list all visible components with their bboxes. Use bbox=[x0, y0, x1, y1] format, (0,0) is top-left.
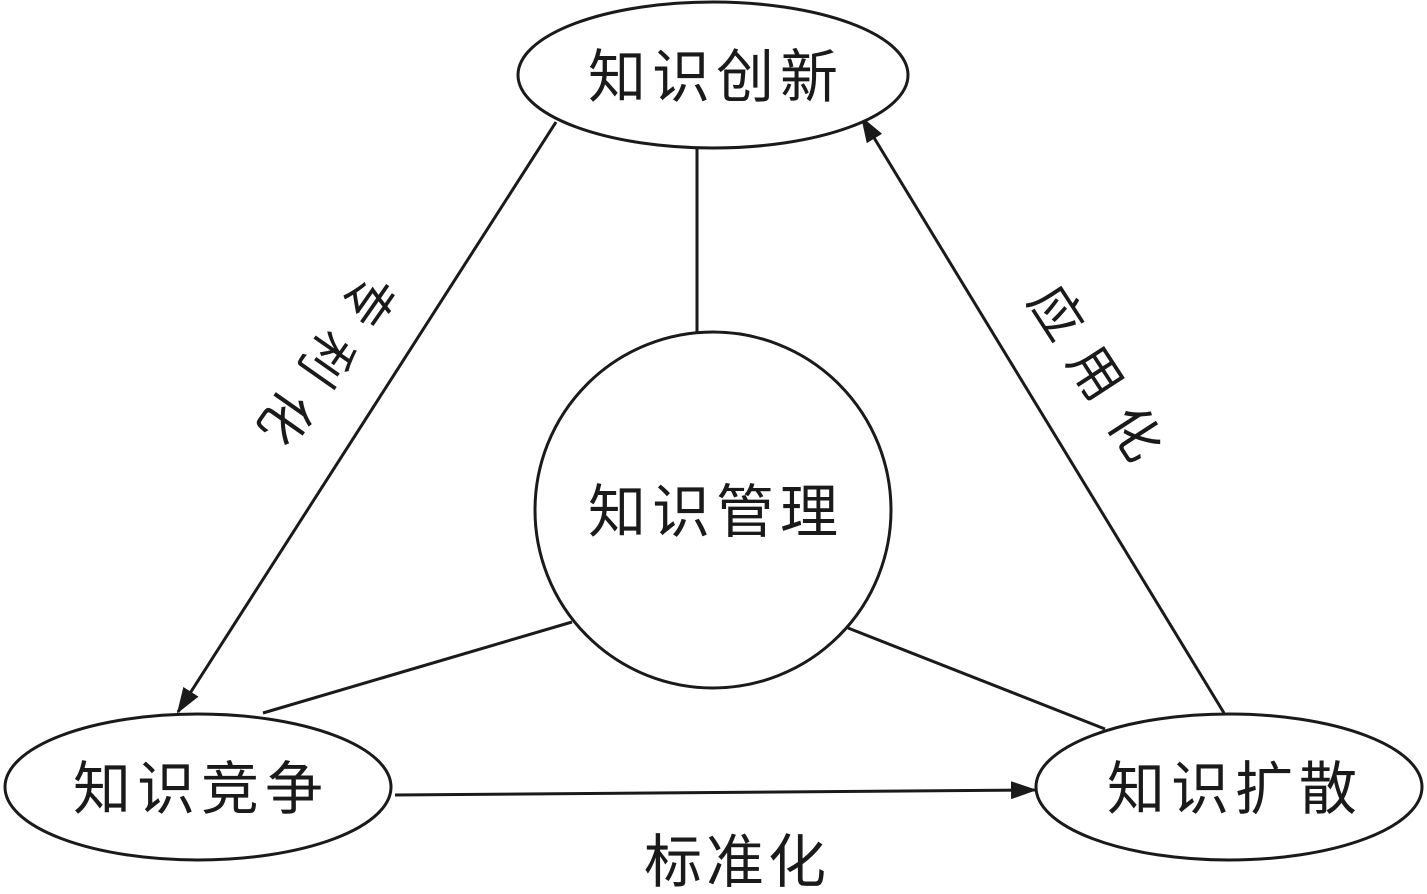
node-innovation-ellipse bbox=[516, 0, 910, 150]
node-management: 知识管理 bbox=[533, 330, 893, 690]
arrow-innovation-to-competition bbox=[176, 121, 558, 714]
node-management-label: 知识管理 bbox=[588, 478, 844, 546]
arrow-diffusion-to-innovation bbox=[860, 116, 1226, 714]
node-competition-label: 知识竞争 bbox=[73, 755, 329, 823]
edge-label-application: 应用化 bbox=[1016, 275, 1184, 489]
edge-label-standardization: 标准化 bbox=[644, 828, 830, 894]
node-diffusion: 知识扩散 bbox=[1034, 712, 1424, 862]
edge-label-patenting: 专利化 bbox=[233, 260, 406, 471]
node-diffusion-ellipse bbox=[1034, 712, 1424, 862]
node-innovation-label: 知识创新 bbox=[588, 43, 844, 111]
node-innovation: 知识创新 bbox=[516, 0, 910, 150]
arrow-competition-to-diffusion bbox=[394, 781, 1037, 800]
link-management-diffusion bbox=[847, 626, 1106, 731]
node-competition-ellipse bbox=[3, 712, 393, 862]
node-management-circle bbox=[533, 330, 893, 690]
node-competition: 知识竞争 bbox=[3, 712, 393, 862]
node-diffusion-label: 知识扩散 bbox=[1107, 755, 1363, 823]
link-management-competition bbox=[262, 620, 573, 715]
